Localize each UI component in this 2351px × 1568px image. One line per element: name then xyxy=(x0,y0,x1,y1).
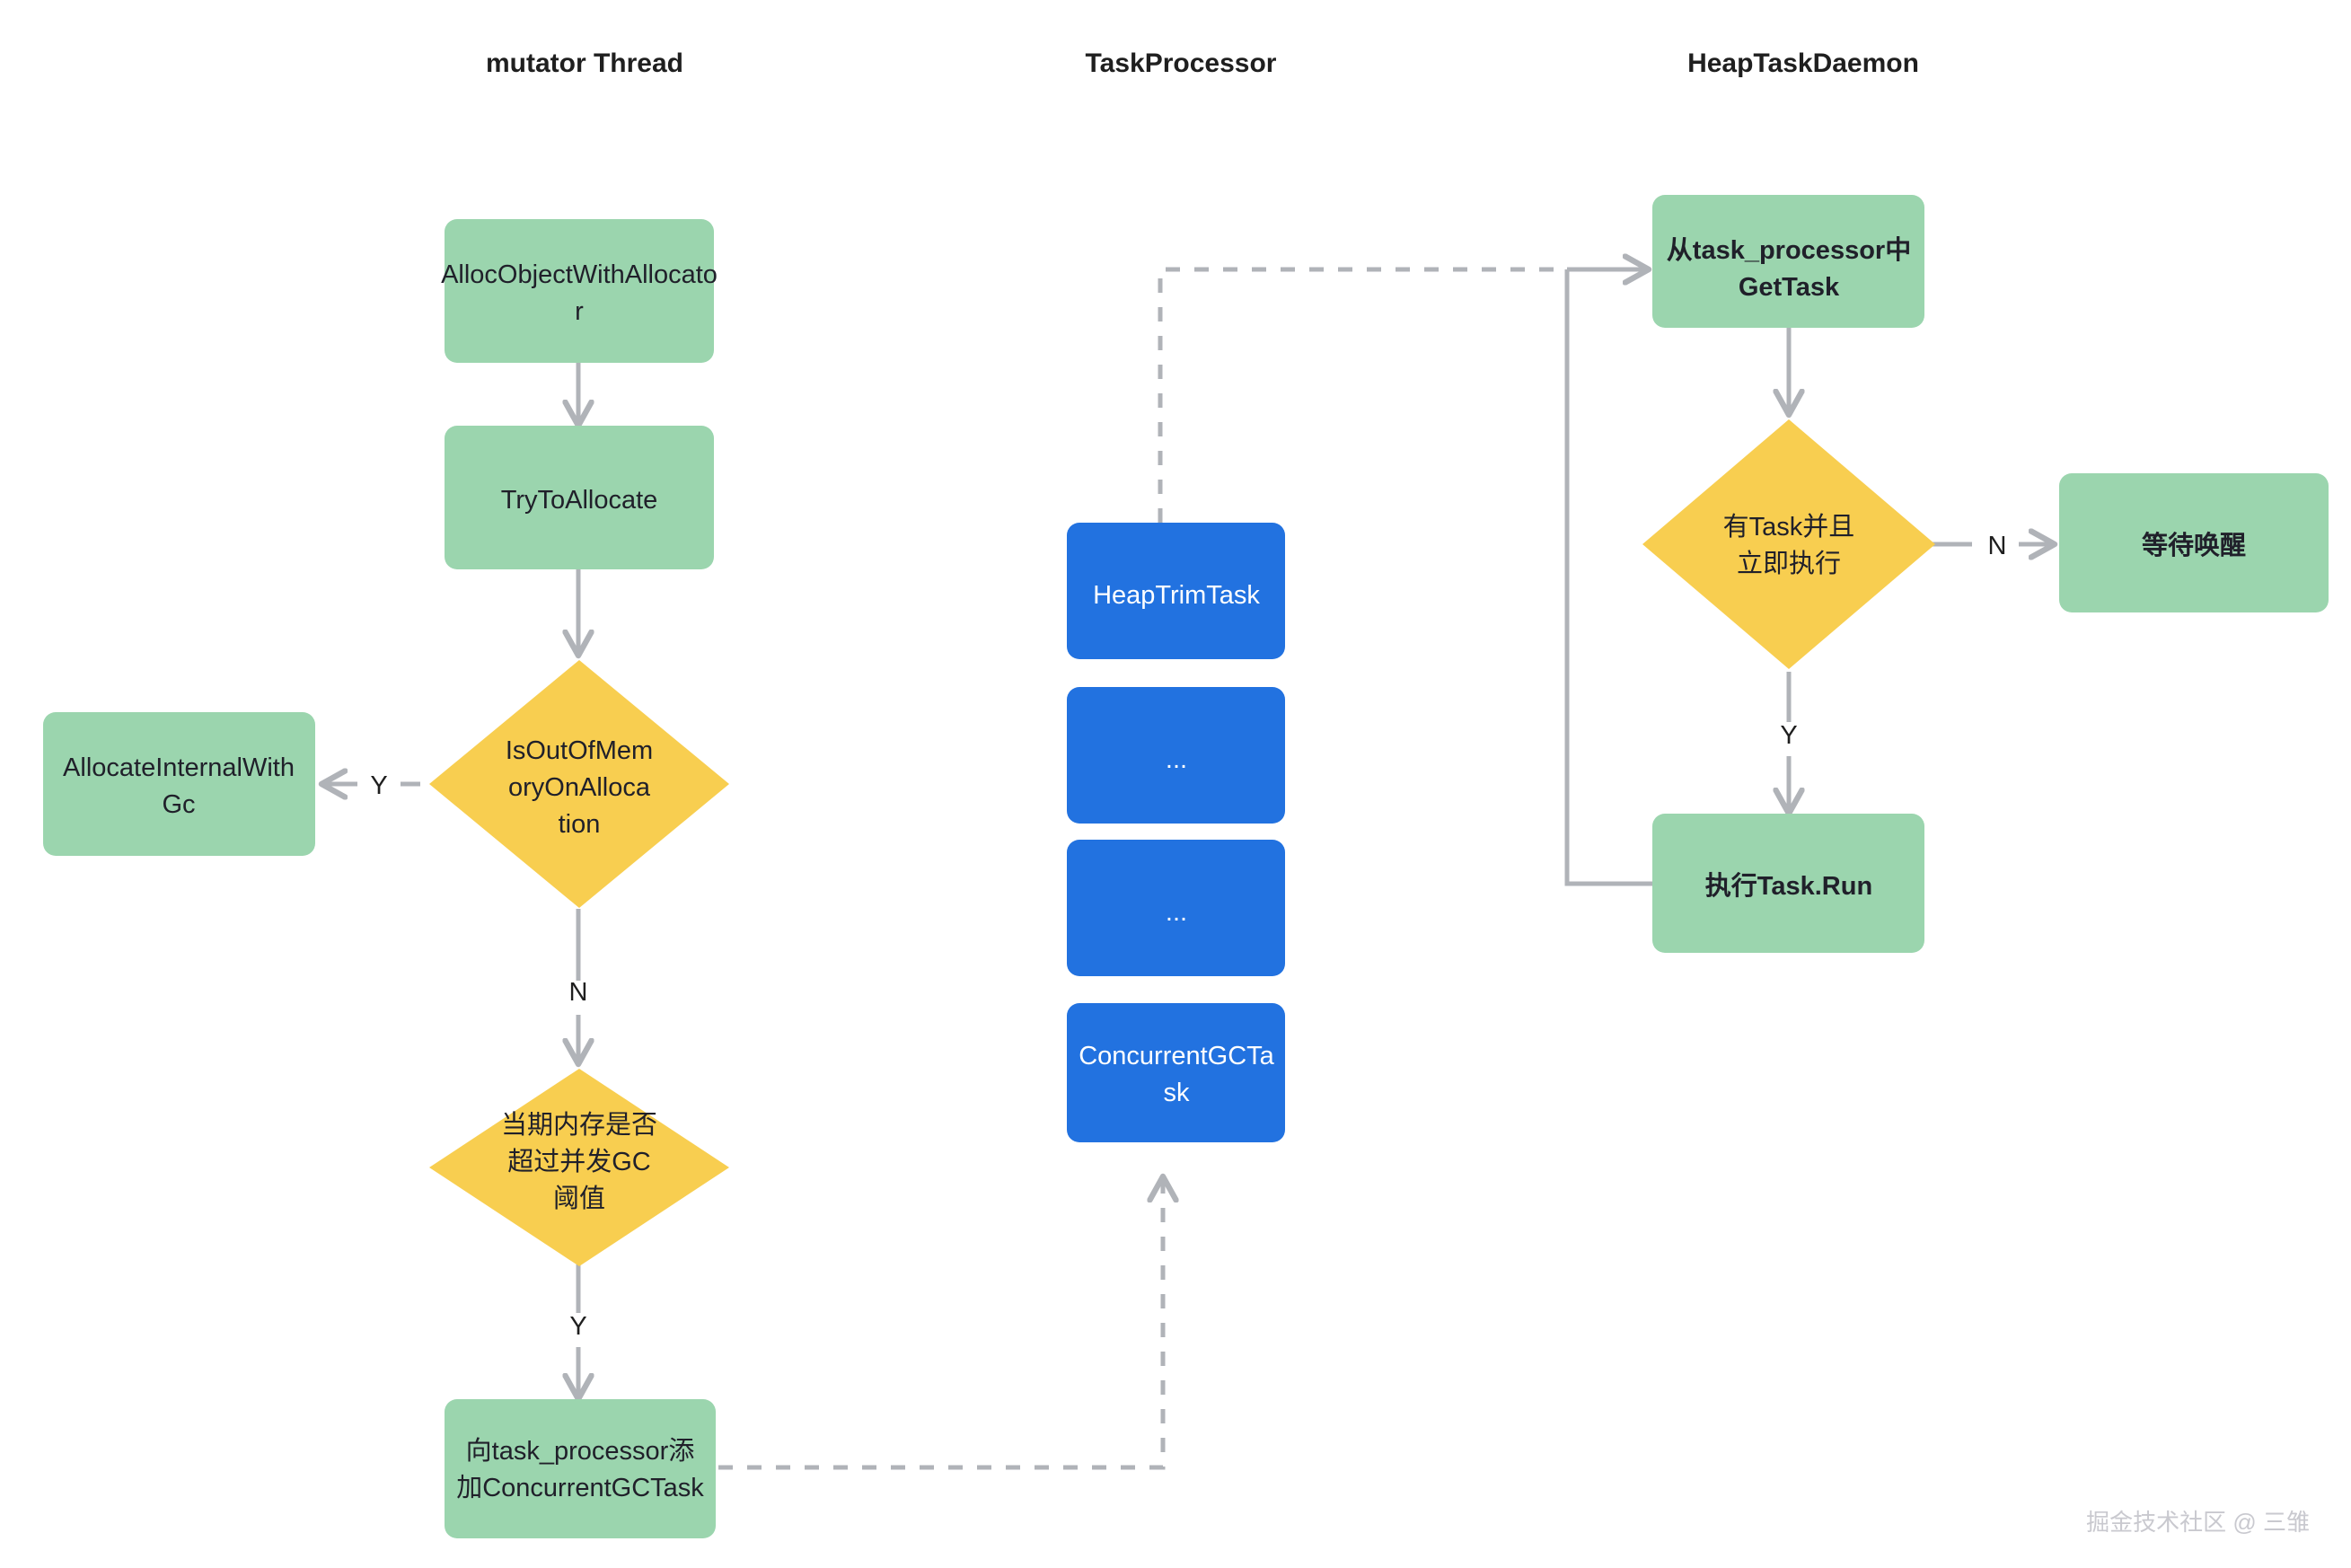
node-label-threshold-line3: 阈值 xyxy=(553,1184,605,1213)
node-label-alloc-object-line1: AllocObjectWithAllocato xyxy=(441,260,718,289)
node-label-ellipsis-2: ... xyxy=(1166,898,1187,927)
edge-label-threshold-yes: Y xyxy=(569,1312,586,1341)
column-title-heaptaskdaemon: HeapTaskDaemon xyxy=(1687,48,1919,78)
node-add-concurrent-gc-task[interactable]: 向task_processor添 加ConcurrentGCTask xyxy=(445,1399,716,1538)
edge-runtask-loop-back xyxy=(1564,269,1652,886)
edge-label-hastask-yes: Y xyxy=(1780,721,1797,750)
node-label-wait-wakeup: 等待唤醒 xyxy=(2142,530,2246,560)
node-label-get-task-line2: GetTask xyxy=(1739,273,1840,302)
node-label-get-task-line1: 从task_processor中 xyxy=(1667,235,1911,265)
node-label-alloc-object-line2: r xyxy=(575,297,584,326)
node-allocate-internal-with-gc[interactable]: AllocateInternalWith Gc xyxy=(43,712,315,856)
edge-addtask-to-concurrentgctask xyxy=(718,1176,1163,1470)
node-label-run-task: 执行Task.Run xyxy=(1705,871,1872,901)
node-label-concurrent-gc-task-line1: ConcurrentGCTa xyxy=(1079,1042,1274,1070)
node-label-isoom-line3: tion xyxy=(559,810,601,839)
node-label-has-task-line2: 立即执行 xyxy=(1737,549,1841,578)
node-heap-trim-task[interactable]: HeapTrimTask xyxy=(1067,523,1285,659)
node-is-out-of-memory-on-allocation[interactable]: IsOutOfMem oryOnAlloca tion xyxy=(429,660,729,908)
node-label-threshold-line1: 当期内存是否 xyxy=(501,1110,657,1140)
node-label-threshold-line2: 超过并发GC xyxy=(507,1147,651,1176)
node-label-heap-trim-task: HeapTrimTask xyxy=(1093,581,1260,610)
column-title-mutator: mutator Thread xyxy=(486,48,683,78)
node-label-ellipsis-1: ... xyxy=(1166,745,1187,774)
node-label-allocate-internal-line2: Gc xyxy=(162,790,195,819)
node-get-task-from-task-processor[interactable]: 从task_processor中 GetTask xyxy=(1652,195,1924,328)
edge-label-isoom-no: N xyxy=(569,978,588,1007)
node-memory-exceeds-concurrent-gc-threshold[interactable]: 当期内存是否 超过并发GC 阈值 xyxy=(429,1069,729,1266)
node-label-isoom-line1: IsOutOfMem xyxy=(506,736,653,765)
node-ellipsis-1[interactable]: ... xyxy=(1067,687,1285,824)
node-label-add-task-line1: 向task_processor添 xyxy=(466,1436,695,1466)
node-label-add-task-line2: 加ConcurrentGCTask xyxy=(456,1474,704,1502)
edge-label-isoom-yes: Y xyxy=(370,771,387,800)
node-label-has-task-line1: 有Task并且 xyxy=(1723,512,1855,542)
node-label-isoom-line2: oryOnAlloca xyxy=(508,773,651,802)
watermark-text: 掘金技术社区 @ 三雏 xyxy=(2086,1509,2310,1536)
node-label-allocate-internal-line1: AllocateInternalWith xyxy=(63,753,295,782)
node-concurrent-gc-task[interactable]: ConcurrentGCTa sk xyxy=(1067,1003,1285,1142)
node-label-try-to-allocate: TryToAllocate xyxy=(501,486,658,515)
node-ellipsis-2[interactable]: ... xyxy=(1067,840,1285,976)
node-try-to-allocate[interactable]: TryToAllocate xyxy=(445,426,714,569)
node-label-concurrent-gc-task-line2: sk xyxy=(1164,1079,1191,1107)
node-alloc-object-with-allocator[interactable]: AllocObjectWithAllocato r xyxy=(441,219,718,363)
edge-heaptrimtask-to-gettask-dashed xyxy=(1158,267,1567,523)
node-run-task[interactable]: 执行Task.Run xyxy=(1652,814,1924,953)
edge-label-hastask-no: N xyxy=(1988,532,2007,560)
node-wait-for-wakeup[interactable]: 等待唤醒 xyxy=(2059,473,2329,612)
column-title-taskprocessor: TaskProcessor xyxy=(1086,48,1277,78)
node-has-task-and-run-immediately[interactable]: 有Task并且 立即执行 xyxy=(1642,419,1935,669)
